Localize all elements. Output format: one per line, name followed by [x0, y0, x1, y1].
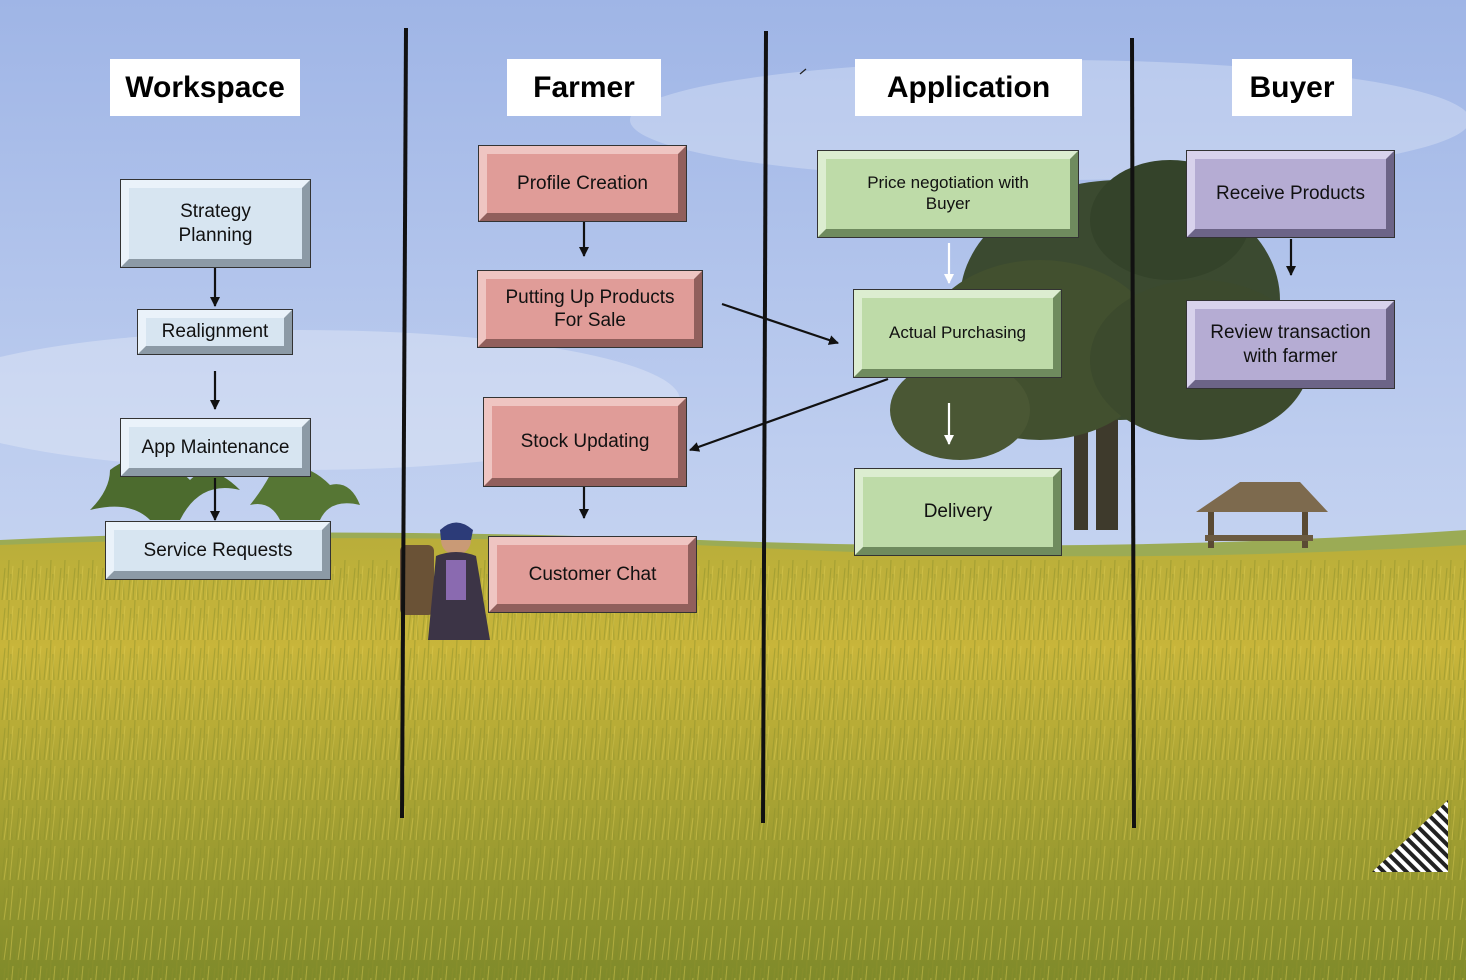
step-label: Strategy Planning: [178, 201, 253, 246]
step-label: Delivery: [923, 501, 993, 523]
step-price-negotiation: Price negotiation with Buyer: [817, 150, 1079, 238]
lane-title-workspace: Workspace: [110, 59, 300, 116]
step-label: Putting Up Products For Sale: [505, 286, 675, 331]
step-label: Service Requests: [143, 539, 293, 561]
step-realignment: Realignment: [137, 309, 293, 355]
step-app-maintenance: App Maintenance: [120, 418, 311, 477]
step-label: Price negotiation with Buyer: [867, 173, 1029, 213]
step-receive-products: Receive Products: [1186, 150, 1395, 238]
step-label: Customer Chat: [528, 563, 657, 585]
step-label: Review transaction with farmer: [1210, 322, 1371, 367]
lane-title-farmer: Farmer: [507, 59, 661, 116]
step-actual-purchasing: Actual Purchasing: [853, 289, 1062, 378]
step-label: Receive Products: [1216, 183, 1365, 205]
lane-title-application: Application: [855, 59, 1082, 116]
step-label: Profile Creation: [517, 172, 648, 194]
step-label: Stock Updating: [520, 431, 650, 453]
step-label: Realignment: [161, 321, 269, 343]
step-delivery: Delivery: [854, 468, 1062, 556]
step-customer-chat: Customer Chat: [488, 536, 697, 613]
step-label: Actual Purchasing: [888, 323, 1027, 343]
step-service-requests: Service Requests: [105, 521, 331, 580]
step-stock-updating: Stock Updating: [483, 397, 687, 487]
lane-title-buyer: Buyer: [1232, 59, 1352, 116]
step-strategy-planning: Strategy Planning: [120, 179, 311, 268]
step-profile-creation: Profile Creation: [478, 145, 687, 222]
step-review-transaction: Review transaction with farmer: [1186, 300, 1395, 389]
step-label: App Maintenance: [141, 436, 290, 458]
step-putting-up-products: Putting Up Products For Sale: [477, 270, 703, 348]
